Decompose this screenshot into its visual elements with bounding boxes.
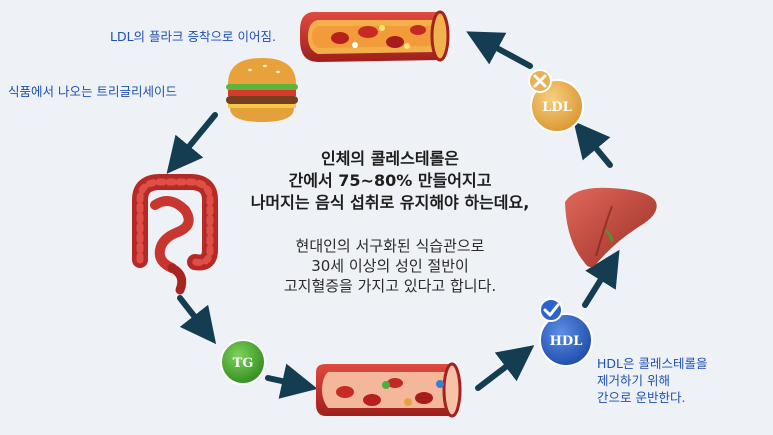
headline-line-1: 인체의 콜레스테롤은 — [320, 149, 460, 168]
arrow-liver-to-ldl — [573, 121, 613, 168]
hdl-badge — [539, 298, 593, 367]
ldl-badge — [528, 69, 584, 133]
arrow-hdl-to-liver — [582, 249, 620, 308]
cycle-arrows — [166, 31, 620, 399]
ldl-badge-label: LDL — [542, 100, 572, 115]
headline-line-3: 나머지는 음식 섭취로 유지해야 하는데요, — [250, 193, 530, 212]
arrow-ldl-to-vessel — [466, 31, 533, 69]
tg-badge-label: TG — [233, 356, 254, 371]
headline-line-2: 간에서 75~80% 만들어지고 — [288, 171, 492, 190]
center-body: 현대인의 서구화된 식습관으로 30세 이상의 성인 절반이 고지혈증을 가지고… — [225, 236, 555, 296]
label-hdl-line3: 간으로 운반한다. — [597, 390, 686, 405]
tg-badge — [220, 339, 266, 385]
arrow-vessel-to-hdl — [475, 345, 535, 391]
label-hdl-transport: HDL은 콜레스테롤을 제거하기 위해 간으로 운반한다. — [597, 355, 707, 406]
hdl-badge-label: HDL — [550, 334, 583, 349]
arrow-intestine-to-tg — [177, 295, 217, 345]
body-line-2: 30세 이상의 성인 절반이 — [311, 257, 469, 275]
cross-icon — [528, 69, 552, 93]
intestine-icon — [132, 174, 218, 295]
label-hdl-line1: HDL은 콜레스테롤을 — [597, 356, 708, 371]
label-food-triglyceride: 식품에서 나오는 트리글리세이드 — [8, 84, 177, 99]
liver-icon — [565, 187, 657, 267]
arrow-burger-to-intestine — [166, 112, 218, 174]
label-ldl-plaque: LDL의 플라크 증착으로 이어짐. — [110, 29, 276, 44]
check-icon — [539, 298, 563, 322]
burger-icon — [226, 58, 298, 122]
label-hdl-line2: 제거하기 위해 — [597, 373, 670, 388]
body-line-3: 고지혈증을 가지고 있다고 합니다. — [283, 277, 497, 295]
arrow-tg-to-vessel — [265, 363, 318, 399]
blood-vessel-icon — [316, 362, 462, 418]
blood-vessel-plaque-icon — [300, 10, 450, 62]
center-headline: 인체의 콜레스테롤은 간에서 75~80% 만들어지고 나머지는 음식 섭취로 … — [225, 148, 555, 214]
body-line-1: 현대인의 서구화된 식습관으로 — [295, 237, 485, 255]
